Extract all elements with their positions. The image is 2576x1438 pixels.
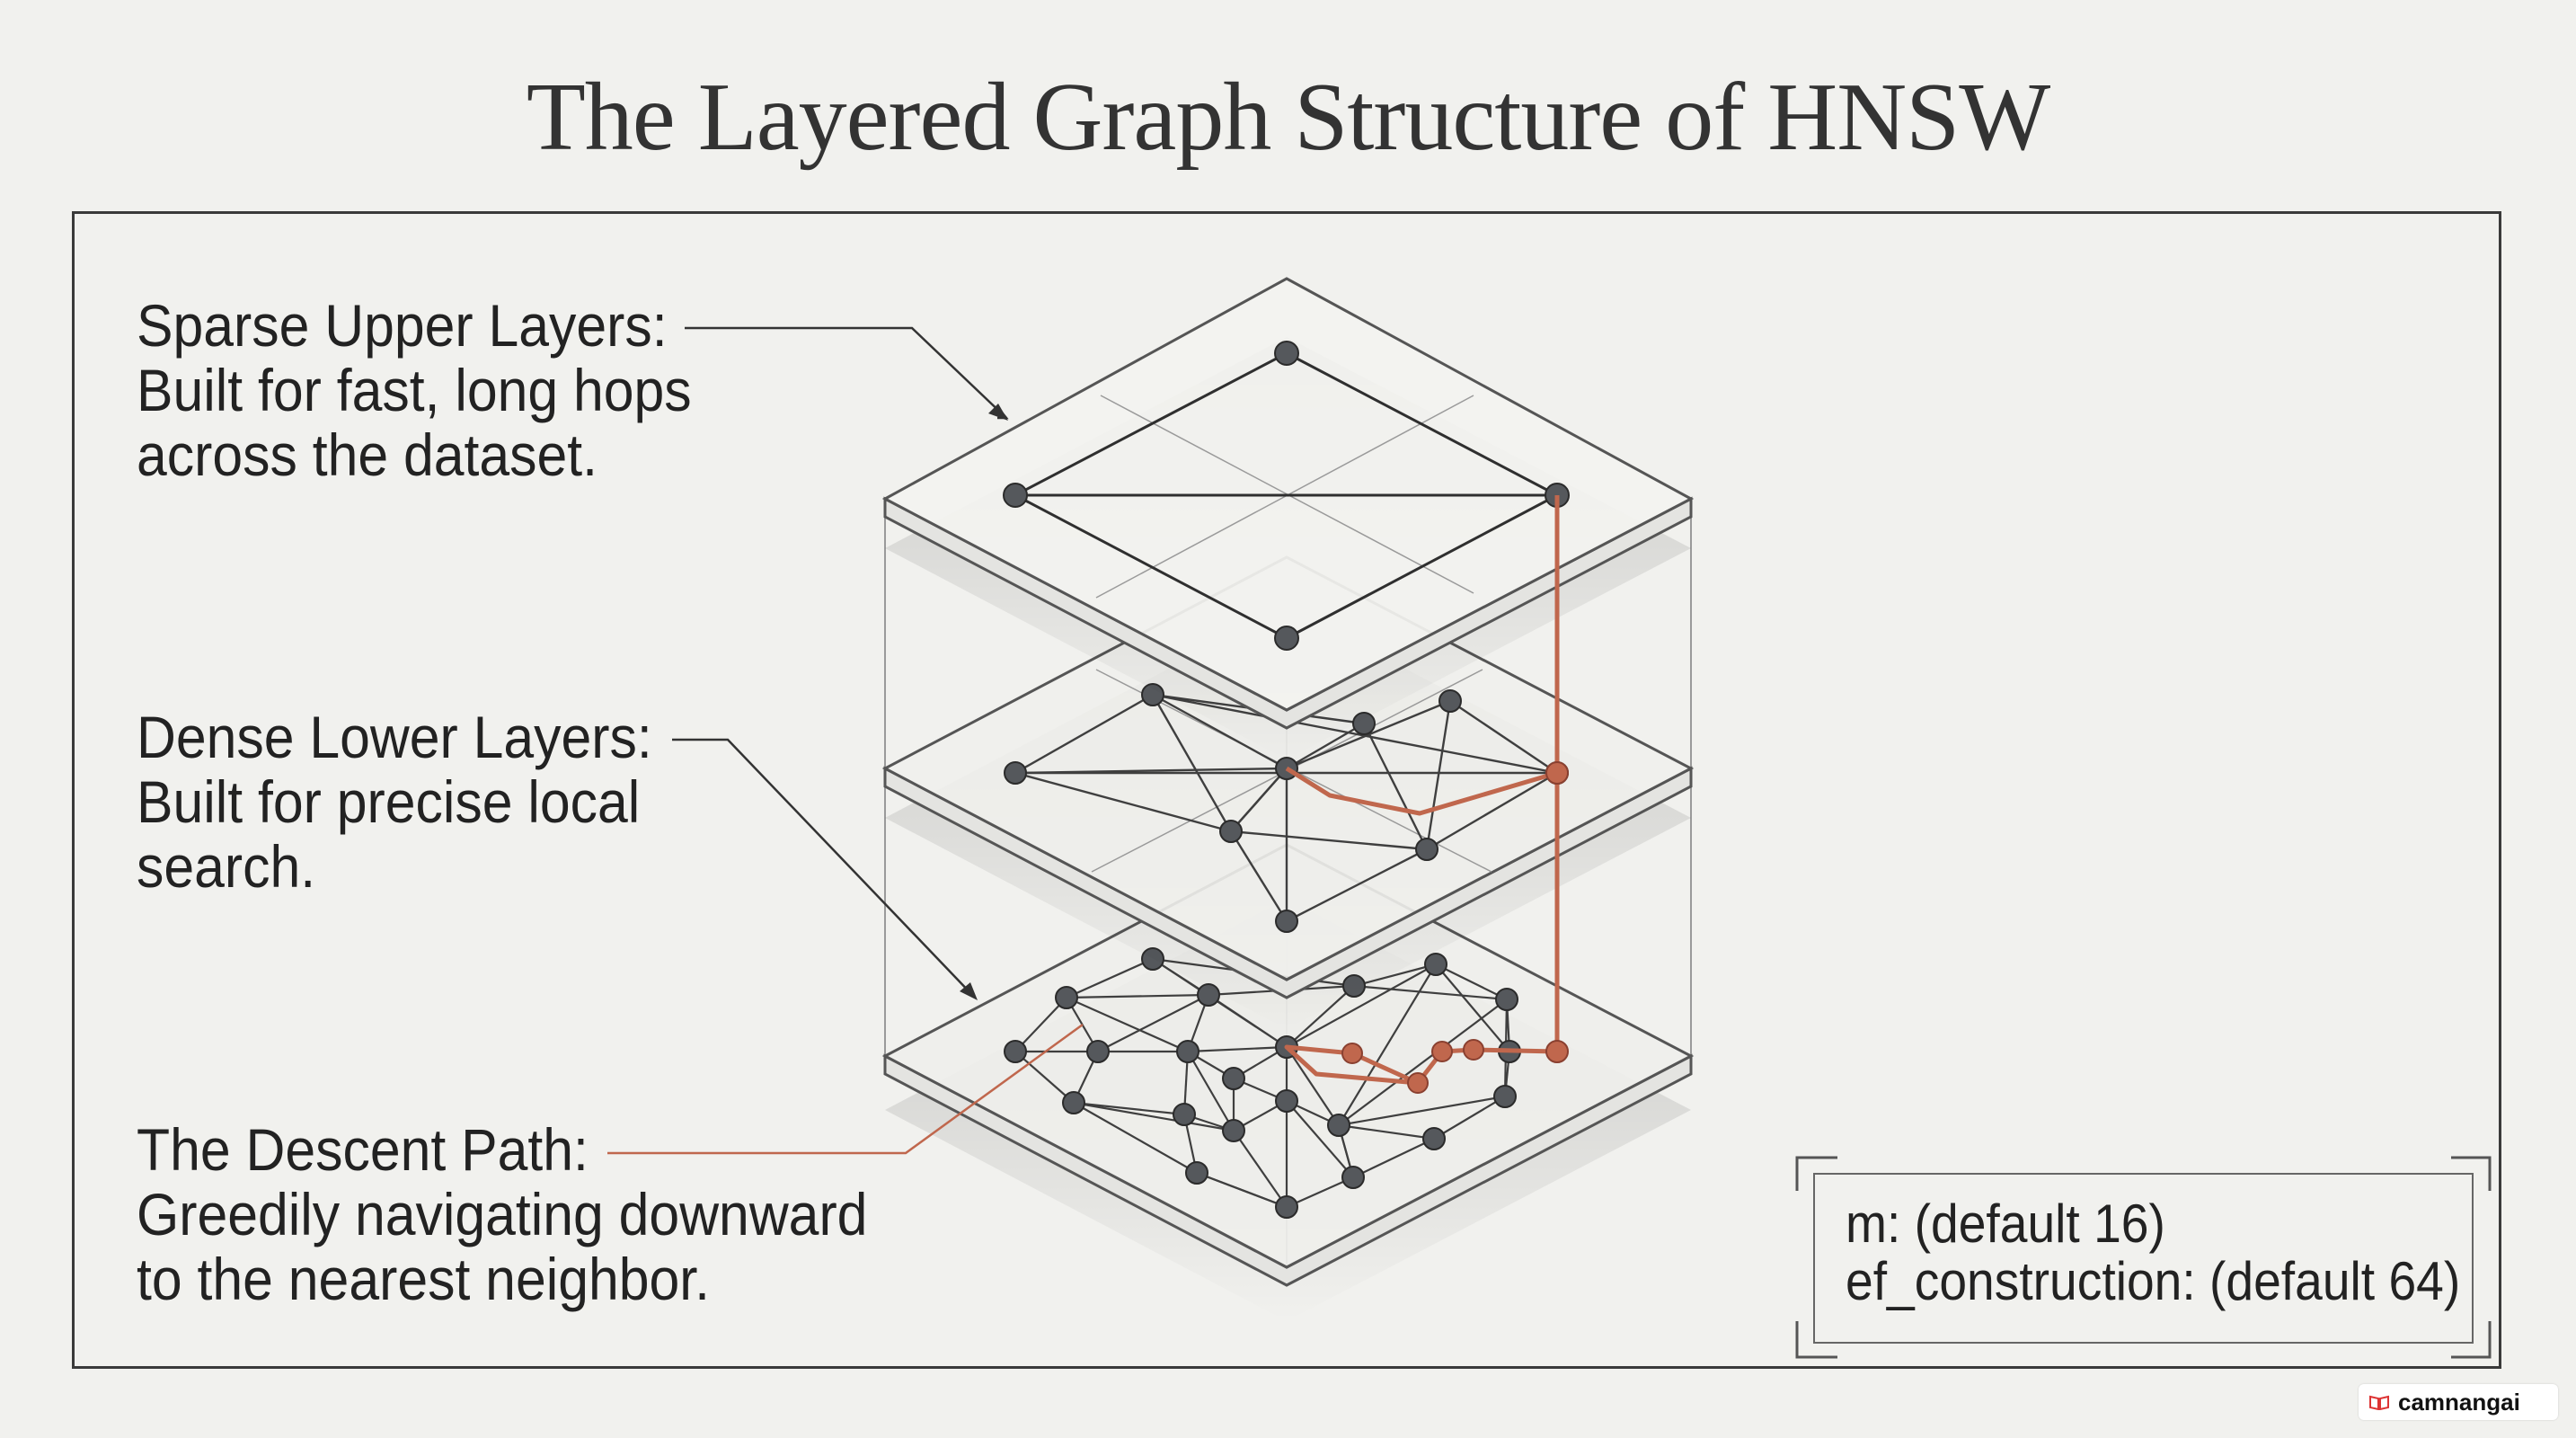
graph-edge	[1066, 957, 1154, 999]
sparse-line-3: across the dataset.	[137, 422, 598, 488]
graph-node	[1004, 1040, 1027, 1063]
graph-edge	[1229, 830, 1288, 922]
graph-edge	[1187, 1051, 1235, 1132]
graph-edge	[1352, 1138, 1435, 1178]
graph-edge	[1014, 693, 1154, 775]
leader-arrowheads	[960, 404, 1008, 1000]
graph-node	[1222, 1067, 1245, 1090]
descent-heading: The Descent Path:	[137, 1116, 589, 1183]
graph-edge	[1152, 958, 1288, 1048]
graph-edge	[1286, 848, 1428, 923]
graph-node	[1415, 838, 1438, 861]
graph-edge	[1014, 771, 1232, 833]
graph-edge	[1286, 1176, 1354, 1209]
dense-heading: Dense Lower Layers:	[137, 704, 652, 770]
graph-node	[1062, 1091, 1085, 1114]
graph-edge	[1151, 694, 1233, 832]
sparse-line-2: Built for fast, long hops	[137, 357, 692, 423]
graph-edge	[1338, 999, 1508, 1126]
graph-edge	[1426, 771, 1558, 851]
graph-edge	[1073, 1102, 1198, 1174]
graph-node	[1275, 1089, 1298, 1113]
sparse-upper-layers-annotation: Sparse Upper Layers: Built for fast, lon…	[137, 293, 692, 487]
graph-edge	[1449, 700, 1558, 774]
book-icon	[2369, 1395, 2389, 1410]
graph-node	[1055, 986, 1078, 1009]
graph-edge	[1152, 693, 1288, 770]
descent-path-annotation: The Descent Path: Greedily navigating do…	[137, 1117, 867, 1311]
graph-edge	[1286, 1046, 1340, 1126]
graph-edge	[1286, 1100, 1354, 1178]
graph-edge	[1073, 1101, 1185, 1116]
graph-edge	[1286, 963, 1437, 1048]
graph-node	[1422, 1127, 1446, 1150]
descent-path-nodes	[1341, 761, 1569, 1094]
param-m: m: (default 16)	[1846, 1194, 2165, 1254]
graph-node	[1438, 689, 1462, 713]
graph-edge	[1196, 1171, 1288, 1209]
graph-node	[1222, 1119, 1245, 1142]
graph-edge	[1233, 1130, 1288, 1208]
dense-line-3: search.	[137, 833, 316, 900]
graph-edge	[1230, 768, 1288, 832]
graph-node	[1173, 1103, 1196, 1126]
sparse-heading: Sparse Upper Layers:	[137, 292, 668, 359]
descent-line-3: to the nearest neighbor.	[137, 1246, 711, 1312]
parameters-text: m: (default 16) ef_construction: (defaul…	[1846, 1195, 2460, 1310]
graph-edge	[1433, 1096, 1506, 1140]
dense-line-2: Built for precise local	[137, 768, 641, 835]
diagram-frame	[72, 211, 2501, 1369]
graph-edge	[1338, 963, 1437, 1126]
graph-node	[1493, 1085, 1517, 1108]
graph-edge	[1014, 1051, 1075, 1104]
graph-edge	[1014, 997, 1067, 1052]
graph-node	[1219, 820, 1243, 843]
page-title: The Layered Graph Structure of HNSW	[526, 64, 2050, 171]
graph-node	[1327, 1114, 1350, 1137]
graph-node	[1275, 1195, 1298, 1219]
graph-edge	[1435, 963, 1510, 1052]
graph-edge	[1338, 1123, 1435, 1141]
dense-lower-layers-annotation: Dense Lower Layers: Built for precise lo…	[137, 705, 652, 899]
graph-node	[1341, 1166, 1365, 1189]
graph-node	[1086, 1040, 1110, 1063]
watermark-badge: camnangai	[2359, 1384, 2558, 1420]
graph-edge	[1353, 984, 1508, 1001]
graph-edge	[1338, 1095, 1506, 1127]
top-layer-edges	[1014, 351, 1558, 640]
graph-node	[1004, 761, 1027, 785]
graph-edge	[1066, 993, 1209, 999]
graph-edge	[1073, 1101, 1235, 1132]
graph-edge	[1286, 722, 1365, 770]
graph-node	[1495, 988, 1518, 1011]
graph-edge	[1425, 700, 1452, 850]
leader-lines	[607, 326, 1084, 1155]
graph-node	[1185, 1161, 1208, 1185]
graph-edge	[1066, 996, 1189, 1053]
parameters-box	[1813, 1173, 2474, 1344]
graph-edge	[1230, 830, 1428, 851]
graph-edge	[1435, 963, 1508, 1000]
graph-edge	[1097, 994, 1209, 1052]
graph-node	[1424, 953, 1447, 976]
graph-edge	[1362, 723, 1429, 850]
graph-edge	[1286, 699, 1451, 770]
watermark-text: camnangai	[2398, 1388, 2520, 1416]
param-box-brackets	[1795, 1156, 2492, 1359]
graph-node	[1176, 1040, 1199, 1063]
descent-line-2: Greedily navigating downward	[137, 1181, 868, 1247]
param-ef-construction: ef_construction: (default 64)	[1846, 1251, 2461, 1311]
graph-node	[1275, 910, 1298, 933]
graph-edge	[1187, 1045, 1288, 1053]
